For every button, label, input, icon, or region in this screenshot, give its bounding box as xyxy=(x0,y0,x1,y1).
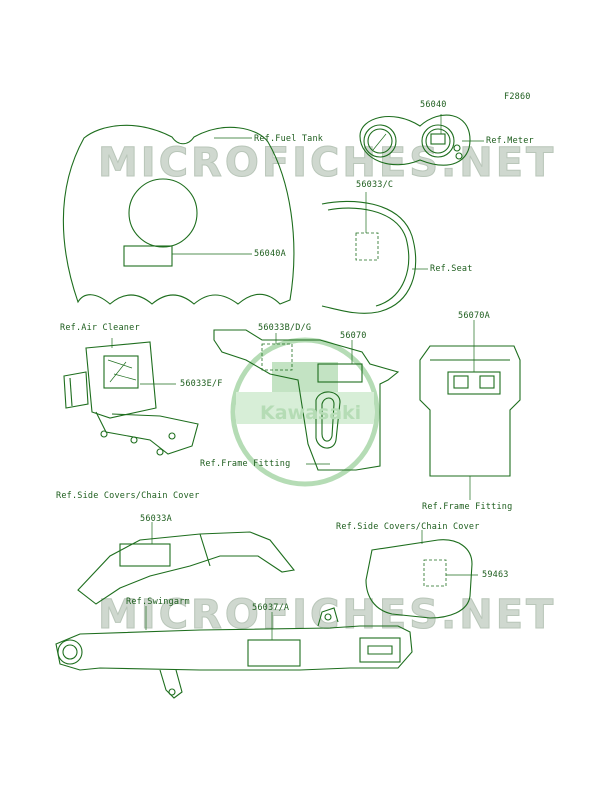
label-part-56033bdg: 56033B/D/G xyxy=(258,323,312,333)
seat xyxy=(321,192,428,314)
meter-cluster xyxy=(359,114,484,166)
label-part-56033ef: 56033E/F xyxy=(180,379,223,389)
label-part-56033a: 56033A xyxy=(140,514,172,524)
label-part-59463: 59463 xyxy=(482,570,509,580)
label-ref-fuel-tank: Ref.Fuel Tank xyxy=(254,134,324,144)
label-ref-air-cleaner: Ref.Air Cleaner xyxy=(60,323,140,333)
fuel-tank xyxy=(62,124,295,305)
side-cover xyxy=(365,530,478,619)
chain-cover xyxy=(77,522,296,605)
watermark-top: MICROFICHES.NET xyxy=(97,140,557,187)
label-part-56040a: 56040A xyxy=(254,249,286,259)
swingarm xyxy=(55,606,413,699)
label-part-56040: 56040 xyxy=(420,100,447,110)
label-part-56037a: 56037/A xyxy=(252,603,290,613)
label-part-56033c: 56033/C xyxy=(356,180,394,190)
figure-code: F2860 xyxy=(504,92,531,102)
frame-fitting-right xyxy=(419,320,521,500)
label-ref-swingarm: Ref.Swingarm xyxy=(126,597,190,607)
label-ref-frame-fitting-center: Ref.Frame Fitting xyxy=(200,459,291,469)
kawasaki-logo-text: Kawasaki xyxy=(260,402,362,424)
label-ref-meter: Ref.Meter xyxy=(486,136,534,146)
label-ref-side-covers-right: Ref.Side Covers/Chain Cover xyxy=(336,522,480,532)
label-part-56070a: 56070A xyxy=(458,311,490,321)
frame-fitting-center xyxy=(213,329,400,471)
label-ref-side-covers-left: Ref.Side Covers/Chain Cover xyxy=(56,491,200,501)
label-ref-frame-fitting-right: Ref.Frame Fitting xyxy=(422,502,513,512)
label-ref-seat: Ref.Seat xyxy=(430,264,473,274)
label-part-56070: 56070 xyxy=(340,331,367,341)
air-cleaner xyxy=(63,338,199,456)
